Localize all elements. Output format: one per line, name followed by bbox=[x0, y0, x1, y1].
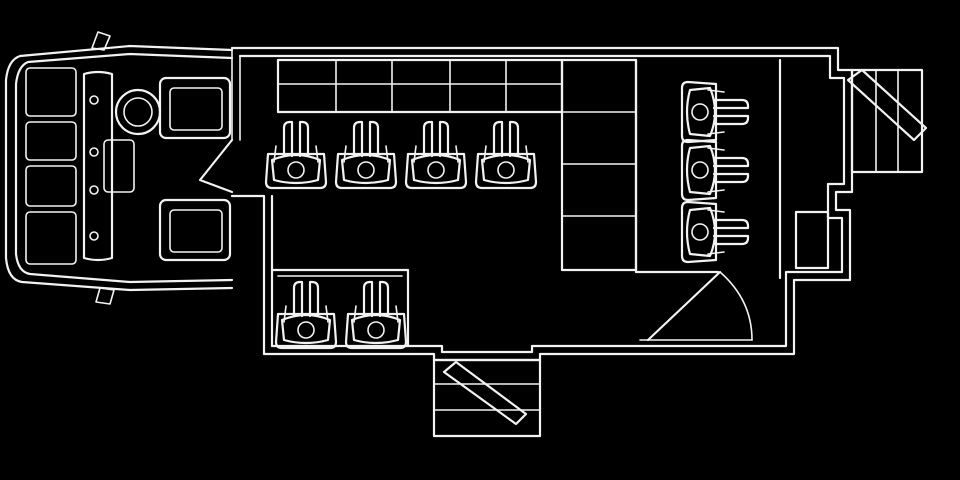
body-walls bbox=[230, 46, 854, 362]
dashboard bbox=[82, 70, 135, 262]
seat-side-3 bbox=[680, 200, 750, 264]
driver-seat bbox=[158, 76, 232, 140]
seat-side-2 bbox=[680, 138, 750, 202]
seat-side-1 bbox=[680, 80, 750, 144]
seat-table-1 bbox=[274, 280, 338, 350]
left-mirror-icon bbox=[91, 31, 111, 51]
seat-bench-2 bbox=[334, 120, 398, 190]
front-table-nook bbox=[270, 268, 410, 348]
windshield bbox=[25, 67, 77, 265]
cabinet-row bbox=[276, 58, 564, 114]
rear-door bbox=[639, 270, 753, 342]
rear-steps bbox=[846, 68, 928, 174]
seat-bench-4 bbox=[474, 120, 538, 190]
side-steps bbox=[432, 358, 542, 438]
seat-bench-1 bbox=[264, 120, 328, 190]
storage-column bbox=[560, 58, 638, 272]
seating bbox=[264, 80, 750, 350]
right-mirror-icon bbox=[95, 287, 115, 305]
passenger-seat bbox=[158, 198, 232, 262]
seat-table-2 bbox=[344, 280, 408, 350]
driver-cab bbox=[4, 31, 234, 305]
seat-bench-3 bbox=[404, 120, 468, 190]
steering-wheel-icon bbox=[114, 88, 162, 136]
side-cabinet bbox=[794, 210, 830, 270]
